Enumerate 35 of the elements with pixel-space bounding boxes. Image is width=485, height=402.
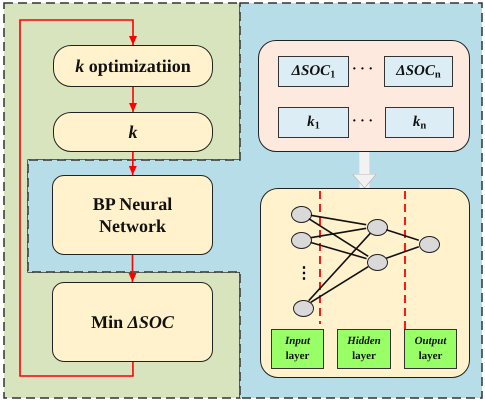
connection-line xyxy=(386,246,420,259)
ellipsis-mark: · · · xyxy=(352,115,374,129)
ellipsis-mark: · · · xyxy=(352,63,374,77)
connection-line xyxy=(386,228,420,242)
connection-line xyxy=(310,266,369,303)
network-panel xyxy=(260,188,470,378)
connection-line xyxy=(308,218,369,257)
arrow xyxy=(128,152,137,175)
neuron-circle xyxy=(291,232,312,249)
arrow xyxy=(128,255,136,282)
neuron-circle xyxy=(419,236,440,253)
connection-line xyxy=(310,228,366,238)
process-box: Min ΔSOC xyxy=(52,282,213,362)
process-box: k xyxy=(53,112,213,152)
block-arrow xyxy=(352,152,377,188)
ellipsis-mark: ⋮ xyxy=(296,266,312,282)
input-data-panel xyxy=(258,40,470,152)
neuron-circle xyxy=(367,254,388,271)
layer-label: Output layer xyxy=(404,329,457,369)
layer-label: Input layer xyxy=(271,329,324,369)
neuron-circle xyxy=(291,206,312,223)
data-box: k$_{n}$ xyxy=(385,107,454,138)
process-box: k optimizatiion xyxy=(53,45,213,87)
neuron-circle xyxy=(293,300,314,317)
data-box: ΔSOC$_{1}$ xyxy=(278,56,349,87)
arrow xyxy=(129,87,137,112)
connection-line xyxy=(310,214,366,226)
connection-line xyxy=(308,232,371,302)
data-box: ΔSOC$_{n}$ xyxy=(384,56,453,87)
connection-line xyxy=(310,242,367,260)
process-box: BP Neural Network xyxy=(52,175,213,255)
neuron-circle xyxy=(367,219,388,236)
layer-label: Hidden layer xyxy=(337,329,391,369)
arrow xyxy=(19,19,137,377)
data-box: k$_{1}$ xyxy=(278,107,349,138)
